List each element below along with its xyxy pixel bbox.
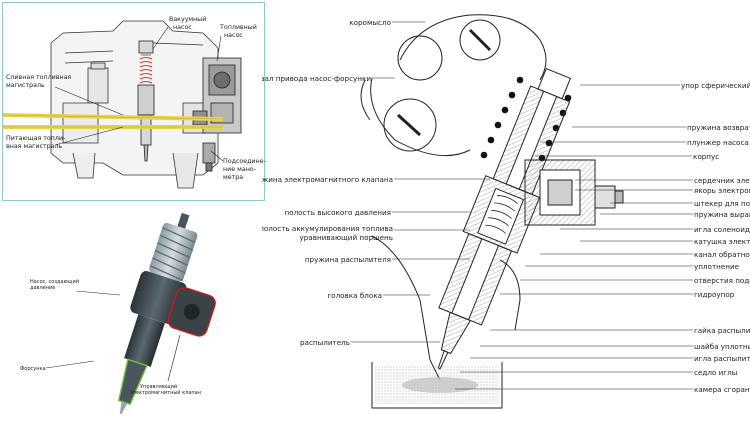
label-nozzle: Форсунка [20,366,46,372]
label-equalizing-piston: уравнивающий поршень [299,233,393,242]
label-equalizing-spring: пружина выравнивающая [694,210,750,219]
label-nozzle-spring: пружина распылителя [305,255,391,264]
leaders-left [351,21,490,343]
label-magnet-armature: якорь электромагнита [694,186,750,195]
leaders-right [455,84,693,390]
label-return-channel: канал обратного слива топлива [694,250,750,259]
solenoid-section [524,159,624,226]
cross-section-diagram: коромысло вал привода насос-форсунки пру… [248,0,750,421]
label-signal-connector: штекер для подачи сигнала [694,199,750,208]
cross-section-drawing: коромысло вал привода насос-форсунки пру… [248,14,750,409]
rocker-and-camshaft [360,14,547,157]
label-nozzle-needle: игла распылителя [694,354,750,363]
fuel-lines [2,113,224,129]
label-manometer: Подсоедине-ние мано-метра [223,158,266,181]
label-seal: уплотнение [694,262,740,271]
left-labels: коромысло вал привода насос-форсунки пру… [248,18,393,347]
label-hydraulic-stop: гидроупор [694,290,735,299]
injector-body-section [437,67,572,370]
label-high-pressure-cavity: полость высокого давления [284,208,391,217]
label-housing: корпус [693,152,719,161]
cylinder-head [371,235,521,409]
label-ball-stop: упор сферический [681,81,750,90]
label-fuel-inlet-holes: отверстия подвода топлива 350 шт. [694,276,750,285]
label-sealing-washer: шайба уплотнительная [694,342,750,351]
engine-block-outline [50,20,219,189]
label-magnet-core: сердечник электромагнита [694,176,750,185]
label-nozzle-nut: гайка распылителя [694,326,750,335]
label-fuel-accumulation-cavity: полость аккумулирования топлива [262,224,393,233]
label-rocker: коромысло [349,18,391,27]
label-magnet-coil: катушка электромагнита [694,237,750,246]
unit-injector-small [137,40,155,162]
label-solenoid-needle: игла соленоидного клапана [694,225,750,234]
label-needle-seat: седло иглы [694,368,738,377]
label-cylinder-head: головка блока [327,291,382,300]
label-combustion-chamber: камера сгорания [694,385,750,394]
label-valve-spring: пружина электромагнитного клапана [262,175,393,184]
right-labels: упор сферический пружина возвратная плун… [681,81,750,394]
label-pump-plunger: плунжер насоса [687,138,749,147]
label-atomizer: распылитель [300,338,350,347]
injector-photo [117,212,216,415]
label-feed-line: Питающая топли-вная магистраль [6,135,65,150]
label-drive-shaft: вал привода насос-форсунки [262,74,371,83]
label-return-spring: пружина возвратная [687,123,750,132]
